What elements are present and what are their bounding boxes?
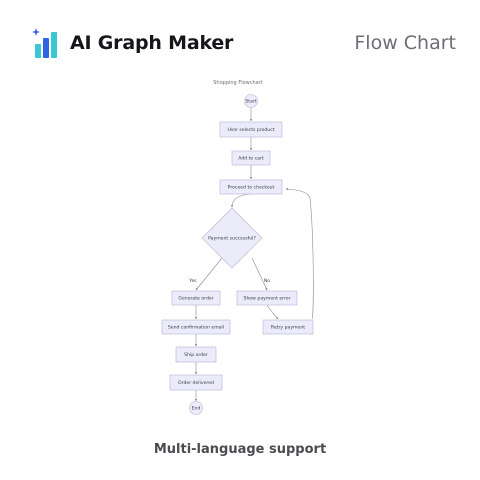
node-end: [189, 401, 203, 415]
node-end-label: End: [192, 406, 201, 412]
flowchart-title: Shopping Flowchart: [213, 80, 263, 86]
node-start: [244, 94, 258, 108]
node-email-label: Send confirmation email: [168, 325, 224, 331]
chart-type-label: Flow Chart: [354, 32, 456, 54]
edge-decision-error: [251, 257, 268, 291]
node-decision-label: Payment successful?: [208, 236, 256, 242]
edge-error-retry: [266, 304, 279, 320]
edge-checkout-decision: [230, 193, 252, 208]
node-error-label: Show payment error: [244, 296, 291, 302]
node-checkout-label: Proceed to checkout: [228, 185, 275, 191]
node-email: [161, 319, 231, 335]
header: AI Graph Maker Flow Chart: [32, 26, 456, 62]
edge-label-yes: Yes: [188, 278, 197, 284]
edge-decision-generate: [195, 257, 223, 291]
node-select-label: User selects product: [227, 127, 274, 133]
node-retry-label: Retry payment: [271, 325, 305, 331]
node-start-label: Start: [245, 99, 256, 105]
node-generate: [171, 290, 221, 306]
node-select: [219, 121, 283, 138]
node-delivered: [169, 374, 223, 391]
node-checkout: [219, 179, 283, 195]
node-delivered-label: Order delivered: [178, 380, 214, 386]
bar-chart-sparkle-icon: [32, 28, 57, 58]
edge-retry-checkout: [285, 187, 314, 320]
node-retry: [262, 319, 314, 335]
node-cart: [231, 150, 271, 166]
flowchart-diagram: Shopping Flowchart: [161, 80, 314, 415]
node-cart-label: Add to cart: [238, 156, 264, 162]
node-decision: [201, 207, 263, 269]
feature-caption: Multi-language support: [153, 442, 327, 457]
brand-name: AI Graph Maker: [70, 32, 234, 54]
node-generate-label: Generate order: [178, 296, 213, 302]
node-ship-label: Ship order: [184, 352, 208, 358]
edge-label-no: No: [264, 278, 270, 284]
node-error: [236, 290, 298, 306]
node-ship: [175, 346, 217, 363]
